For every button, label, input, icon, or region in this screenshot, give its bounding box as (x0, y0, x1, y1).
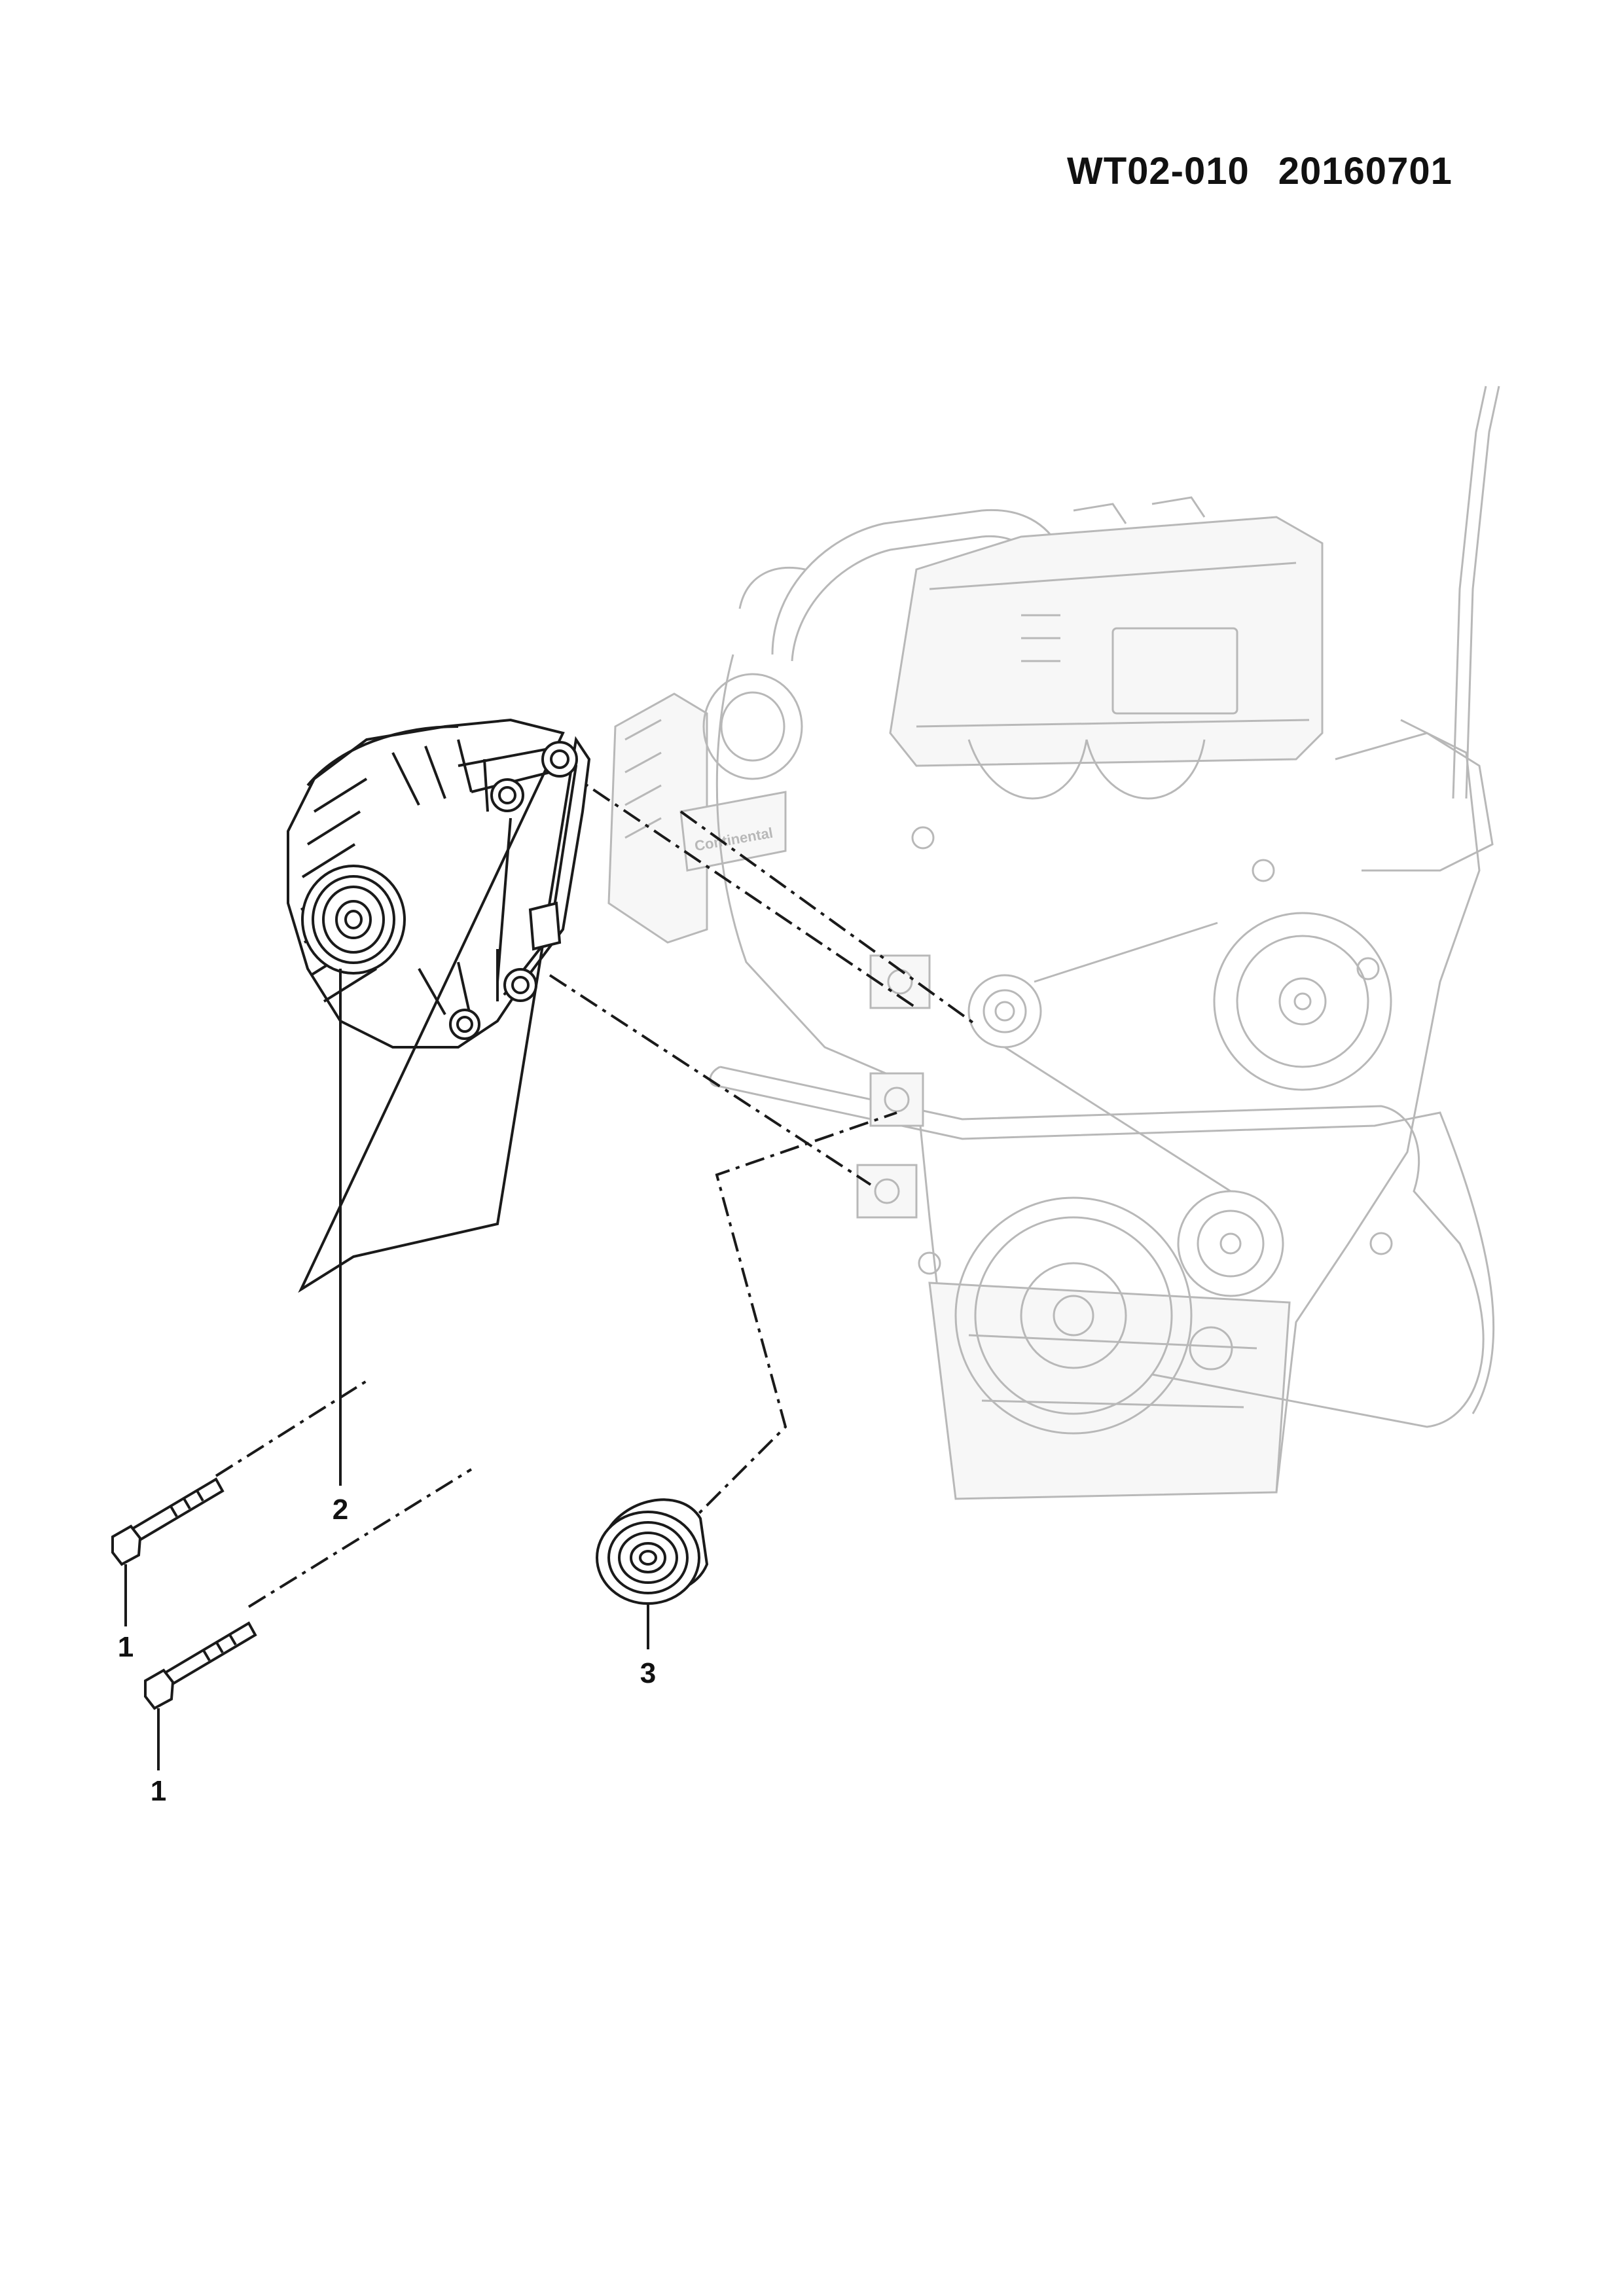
callout-alternator: 2 (332, 1494, 349, 1526)
callout-bolt-upper: 1 (117, 1631, 134, 1663)
diagram-reference: WT02-010 20160701 (1067, 149, 1453, 193)
assembly-line-alt-to-idler (679, 810, 977, 1026)
assembly-line-top-mount (562, 768, 918, 1009)
engine-assembly: Continental (607, 386, 1500, 1500)
bolt-upper (111, 1477, 225, 1566)
assembly-line-pulley-route (679, 1111, 897, 1533)
leader-lines (124, 969, 649, 1770)
idler-pulley (596, 1498, 709, 1605)
alternator-mount-ear-top (541, 741, 578, 778)
diagram-date: 20160701 (1278, 150, 1453, 192)
bolt-lower (144, 1621, 257, 1710)
assembly-line-bolt-lower (247, 1468, 473, 1608)
alternator (287, 718, 591, 1293)
callout-bolt-lower: 1 (150, 1775, 167, 1807)
alternator-mount-ear-mid (490, 778, 524, 812)
diagram-code: WT02-010 (1067, 150, 1250, 192)
alternator-mount-ear-bottom (449, 1009, 480, 1040)
callout-idler-pulley: 3 (640, 1657, 657, 1689)
assembly-line-bottom-mount (549, 974, 872, 1186)
assembly-line-bolt-upper (215, 1380, 368, 1477)
alternator-mount-ear-lower (503, 968, 537, 1002)
